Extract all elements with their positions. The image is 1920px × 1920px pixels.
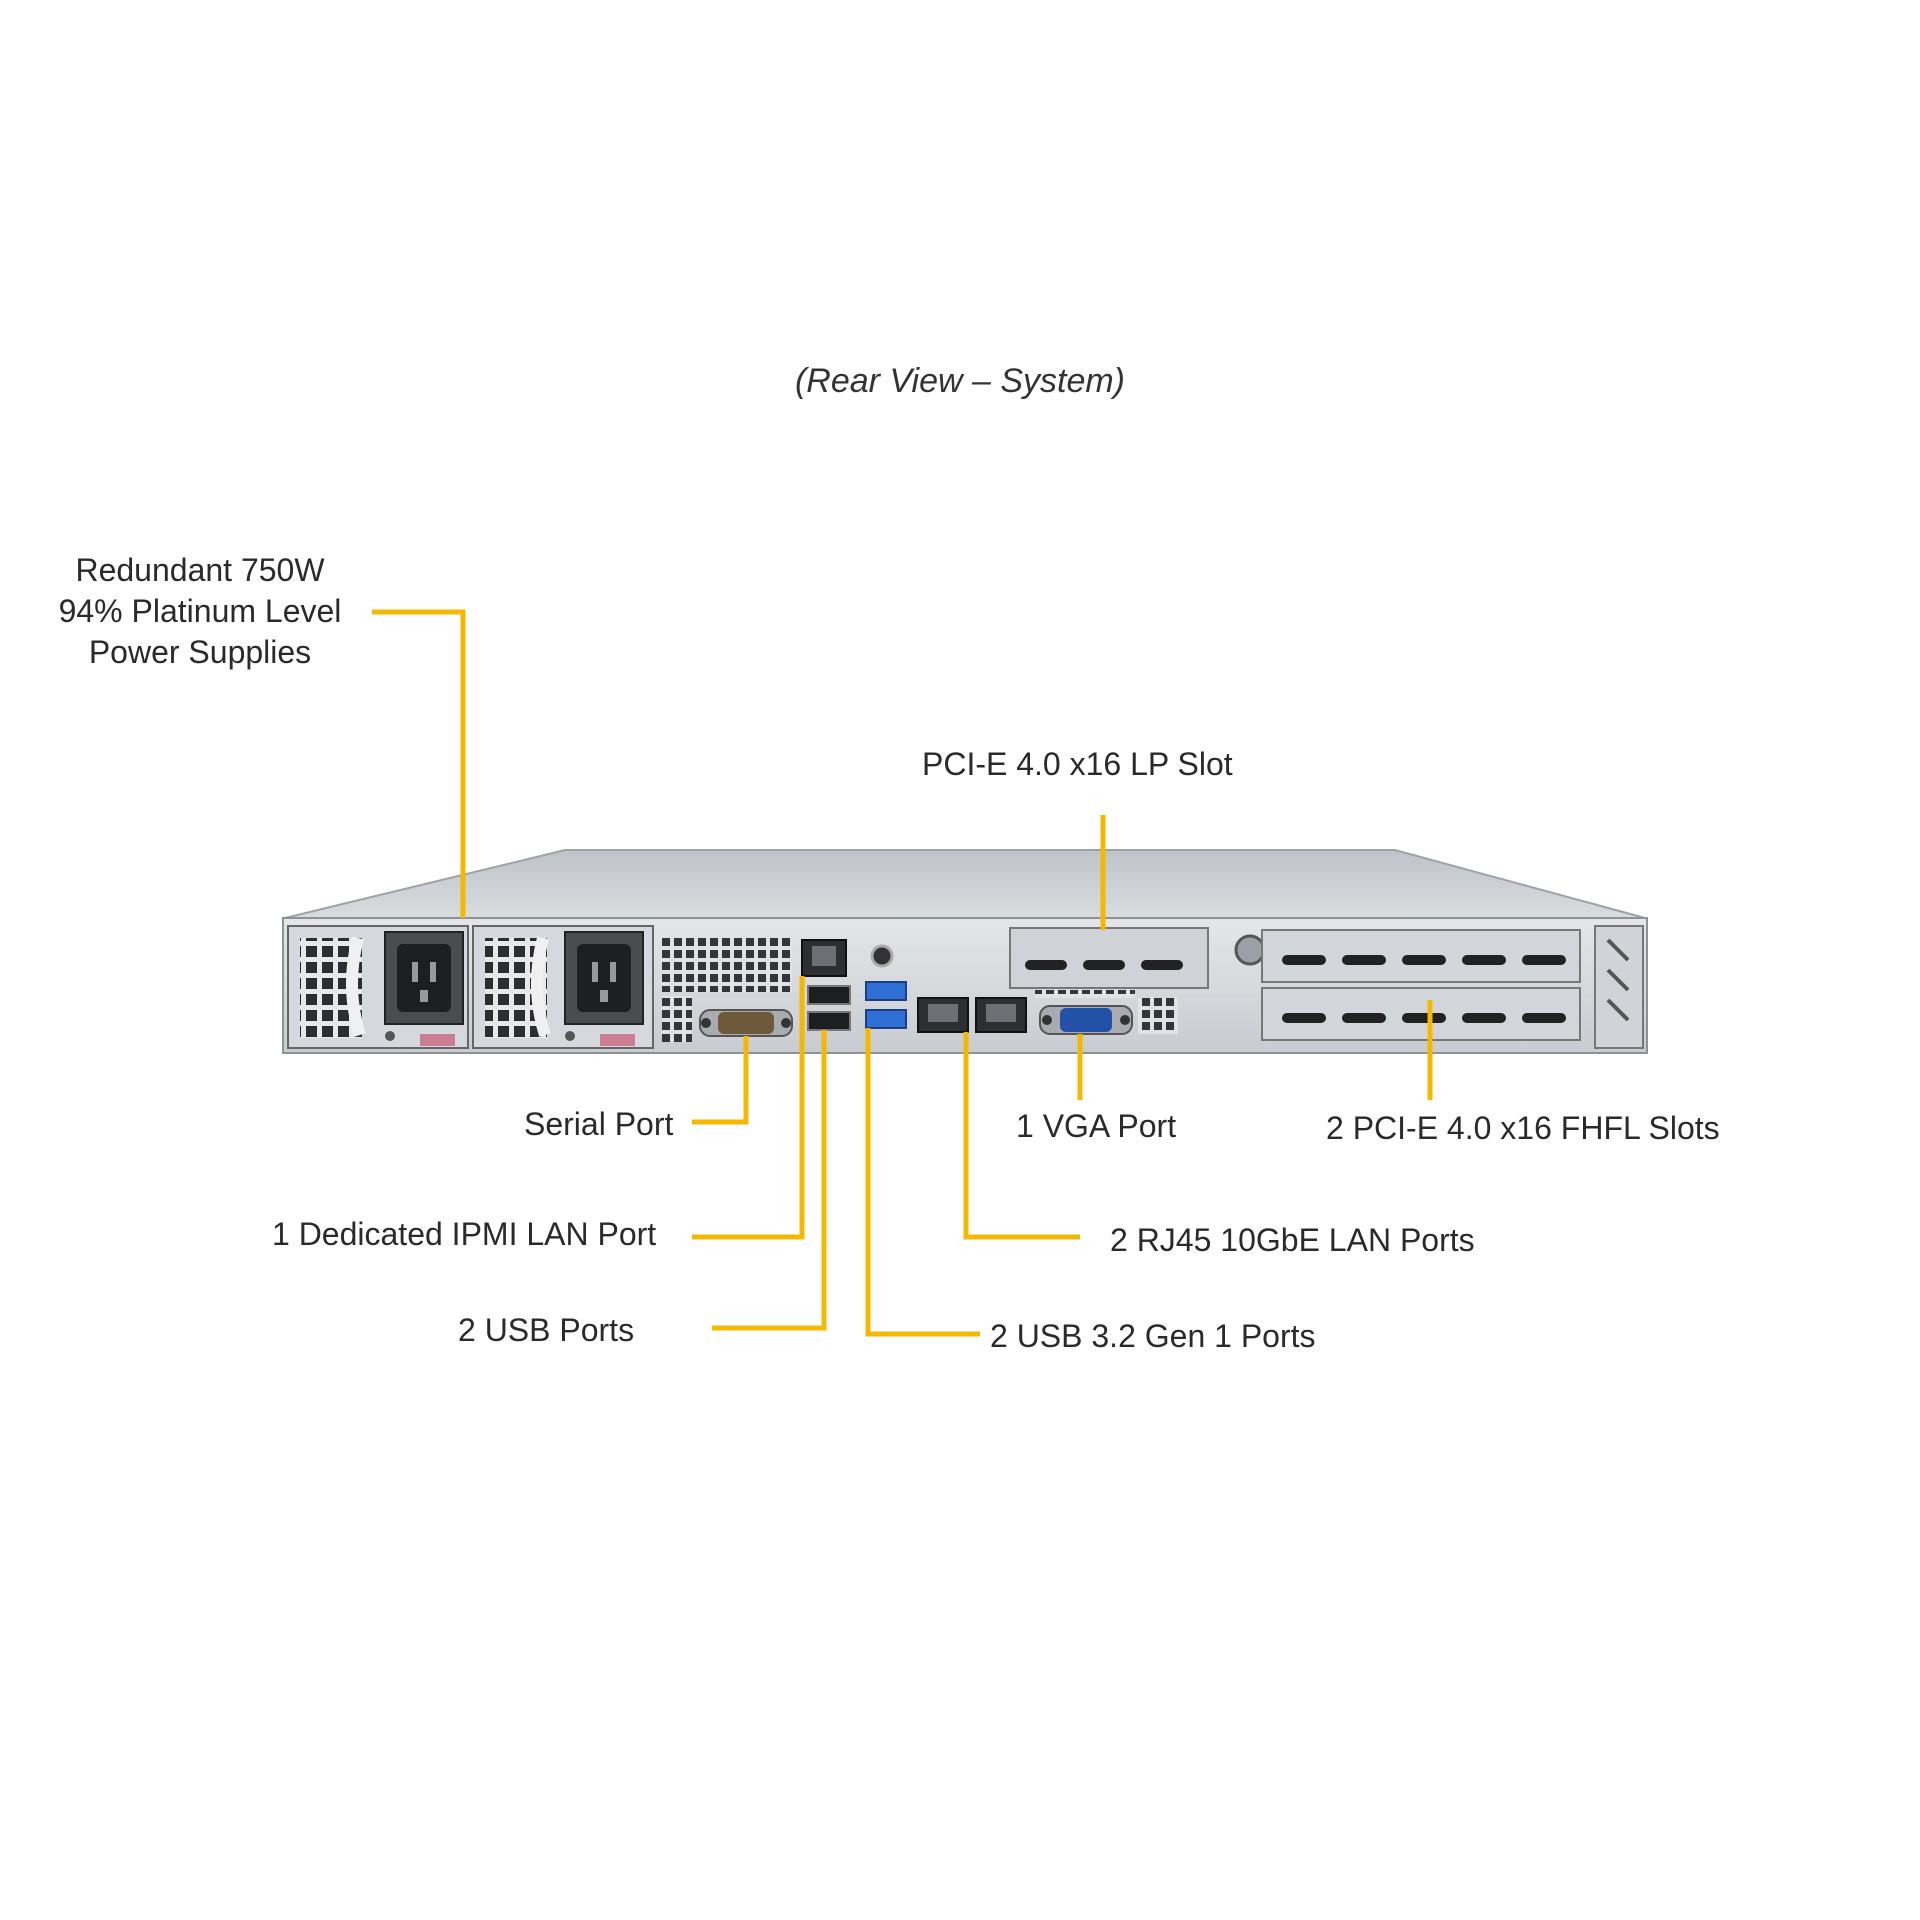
label-lp-slot: PCI-E 4.0 x16 LP Slot	[922, 746, 1233, 782]
label-fhfl-slots: 2 PCI-E 4.0 x16 FHFL Slots	[1326, 1110, 1720, 1146]
line-power-supplies	[372, 609, 466, 918]
chassis-right-ear	[1594, 925, 1644, 1049]
label-usb32-ports: 2 USB 3.2 Gen 1 Ports	[990, 1318, 1316, 1354]
thumb-screw	[1234, 934, 1266, 966]
chassis-top-lid	[284, 849, 1646, 919]
line-usb32-ports	[865, 1028, 980, 1337]
usb-ports	[807, 985, 851, 1031]
label-power-supplies: Redundant 750W 94% Platinum Level Power …	[58, 552, 342, 670]
label-vga-port: 1 VGA Port	[1016, 1108, 1177, 1144]
line-serial-port	[692, 1036, 749, 1125]
callout-lines	[372, 609, 1433, 1337]
label-usb-ports: 2 USB Ports	[458, 1312, 635, 1348]
serial-port	[699, 1009, 793, 1037]
label-ipmi-lan: 1 Dedicated IPMI LAN Port	[272, 1216, 657, 1252]
io-vent-grid	[662, 938, 792, 992]
vga-port	[1039, 1005, 1133, 1035]
usb32-ports	[865, 981, 907, 1029]
label-serial-port: Serial Port	[524, 1106, 674, 1142]
line-rj45-lan	[963, 1032, 1080, 1240]
power-supply-2	[472, 925, 654, 1049]
line-usb-ports	[712, 1030, 827, 1331]
label-rj45-lan: 2 RJ45 10GbE LAN Ports	[1110, 1222, 1475, 1258]
line-ipmi-lan	[692, 976, 805, 1240]
uid-button	[870, 944, 894, 968]
power-supply-1	[287, 925, 469, 1049]
lp-slot-bracket	[1009, 927, 1209, 989]
diagram-caption: (Rear View – System)	[794, 362, 1126, 400]
ipmi-lan-port	[801, 939, 847, 977]
fhfl-slots	[1261, 929, 1581, 1041]
rj45-lan-ports	[917, 997, 1027, 1033]
